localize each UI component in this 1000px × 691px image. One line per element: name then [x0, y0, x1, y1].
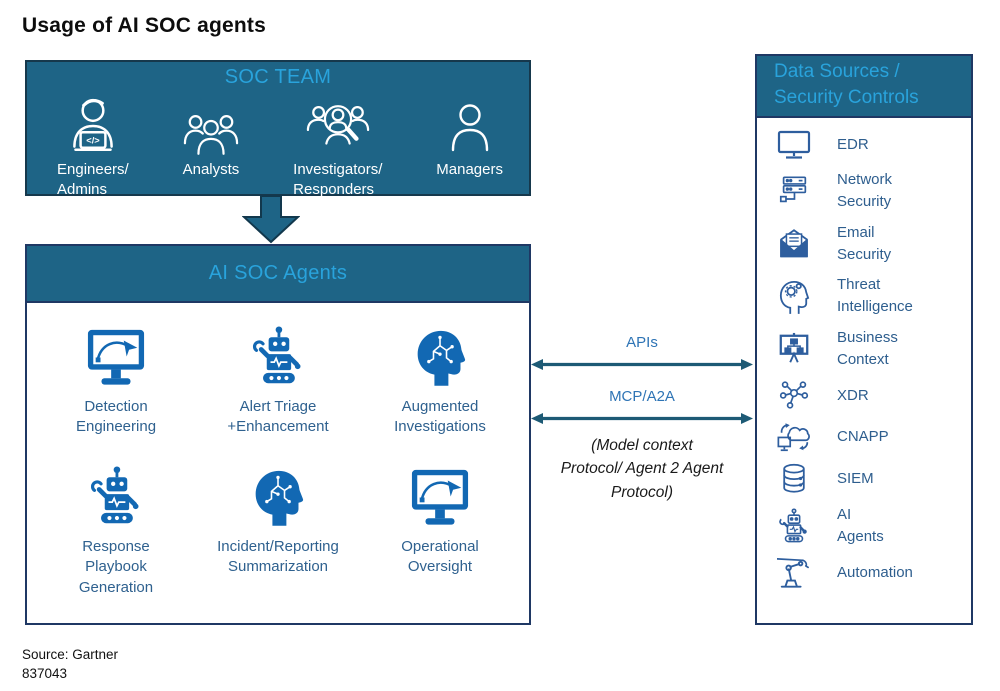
analysts-group-icon — [183, 93, 239, 157]
soc-team-header: SOC TEAM — [224, 66, 332, 88]
member-engineers-admins: </> Engineers/ Admins — [57, 93, 129, 201]
robot-icon — [86, 465, 146, 527]
connectors: APIs MCP/A2A (Model context Protocol/ Ag… — [531, 334, 753, 504]
document-id: 837043 — [22, 665, 68, 681]
source-label: Threat Intelligence — [837, 276, 913, 316]
source-item-email-security: Email Security — [773, 222, 965, 266]
mcp-double-arrow-icon — [531, 413, 753, 424]
apis-label: APIs — [626, 334, 658, 351]
source-note: Source: Gartner — [22, 647, 119, 662]
head-gears-icon — [773, 278, 815, 315]
agent-label: Incident/Reporting Summarization — [217, 538, 339, 576]
source-label: Email Security — [837, 223, 892, 263]
agent-operational-oversight: Operational Oversight — [359, 465, 521, 598]
cloud-monitor-icon — [773, 420, 815, 453]
agent-label: Detection Engineering — [75, 398, 157, 436]
source-item-siem: SIEM — [773, 462, 965, 495]
agent-response-playbook: Response Playbook Generation — [35, 465, 197, 598]
ai-soc-agents-box: AI SOC Agents Detection Engineering — [25, 244, 531, 625]
source-label: EDR — [837, 136, 869, 154]
source-label: CNAPP — [837, 428, 889, 446]
data-sources-box: Data Sources / Security Controls EDR — [755, 54, 973, 625]
network-nodes-icon — [773, 379, 815, 411]
source-item-cnapp: CNAPP — [773, 420, 965, 453]
footer: Source: Gartner 837043 — [22, 646, 118, 684]
member-label: Analysts — [182, 161, 240, 178]
investigators-magnifier-icon — [306, 93, 370, 157]
engineer-laptop-icon: </> — [64, 93, 122, 157]
monitor-icon — [773, 129, 815, 160]
source-item-threat-intelligence: Threat Intelligence — [773, 274, 965, 318]
agent-incident-summarization: Incident/Reporting Summarization — [197, 465, 359, 598]
presentation-board-icon — [773, 332, 815, 366]
source-label: Automation — [837, 564, 913, 582]
member-analysts: Analysts — [182, 93, 240, 180]
head-circuit-icon — [251, 465, 305, 527]
database-icon — [773, 462, 815, 495]
member-managers: Managers — [436, 93, 503, 180]
member-investigators-responders: Investigators/ Responders — [293, 93, 382, 201]
svg-text:</>: </> — [86, 136, 100, 146]
agent-augmented-investigations: Augmented Investigations — [359, 325, 521, 465]
head-circuit-icon — [413, 325, 467, 387]
source-label: SIEM — [837, 470, 874, 488]
soc-team-box: SOC TEAM </> Engineers/ Admins — [25, 60, 531, 198]
mcp-protocol-note: (Model context Protocol/ Agent 2 Agent P… — [560, 437, 724, 501]
source-item-network-security: Network Security — [773, 169, 965, 213]
agent-label: Response Playbook Generation — [78, 538, 154, 596]
member-label: Investigators/ Responders — [293, 161, 383, 199]
source-item-automation: Automation — [773, 557, 965, 589]
manager-person-icon — [448, 93, 492, 157]
ai-soc-agents-header: AI SOC Agents — [27, 246, 529, 303]
agent-label: Augmented Investigations — [394, 398, 486, 436]
agent-label: Alert Triage +Enhancement — [227, 398, 329, 436]
agent-alert-triage: Alert Triage +Enhancement — [197, 325, 359, 465]
source-item-xdr: XDR — [773, 379, 965, 411]
source-label: Business Context — [837, 328, 898, 368]
server-stack-icon — [773, 175, 815, 207]
monitor-pen-tool-icon — [409, 465, 471, 527]
down-arrow-icon — [242, 195, 300, 244]
data-sources-list: EDR Network Security — [757, 118, 971, 589]
robotic-arm-icon — [773, 557, 815, 589]
small-robot-icon — [773, 508, 815, 544]
soc-team-members: </> Engineers/ Admins Analysts — [27, 89, 529, 201]
data-sources-header: Data Sources / Security Controls — [757, 56, 971, 119]
agent-detection-engineering: Detection Engineering — [35, 325, 197, 465]
source-label: XDR — [837, 386, 869, 404]
member-label: Managers — [436, 161, 503, 178]
monitor-pen-tool-icon — [85, 325, 147, 387]
member-label: Engineers/ Admins — [57, 161, 129, 199]
source-item-ai-agents: AI Agents — [773, 504, 965, 548]
source-item-business-context: Business Context — [773, 327, 965, 371]
source-label: AI Agents — [837, 506, 884, 546]
agent-label: Operational Oversight — [401, 538, 479, 576]
robot-icon — [248, 325, 308, 387]
email-envelope-icon — [773, 228, 815, 259]
apis-double-arrow-icon — [531, 359, 753, 370]
mcp-a2a-label: MCP/A2A — [609, 388, 675, 405]
source-item-edr: EDR — [773, 129, 965, 160]
ai-soc-agents-grid: Detection Engineering — [27, 303, 529, 598]
source-label: Network Security — [837, 171, 893, 211]
page-title: Usage of AI SOC agents — [22, 14, 267, 37]
